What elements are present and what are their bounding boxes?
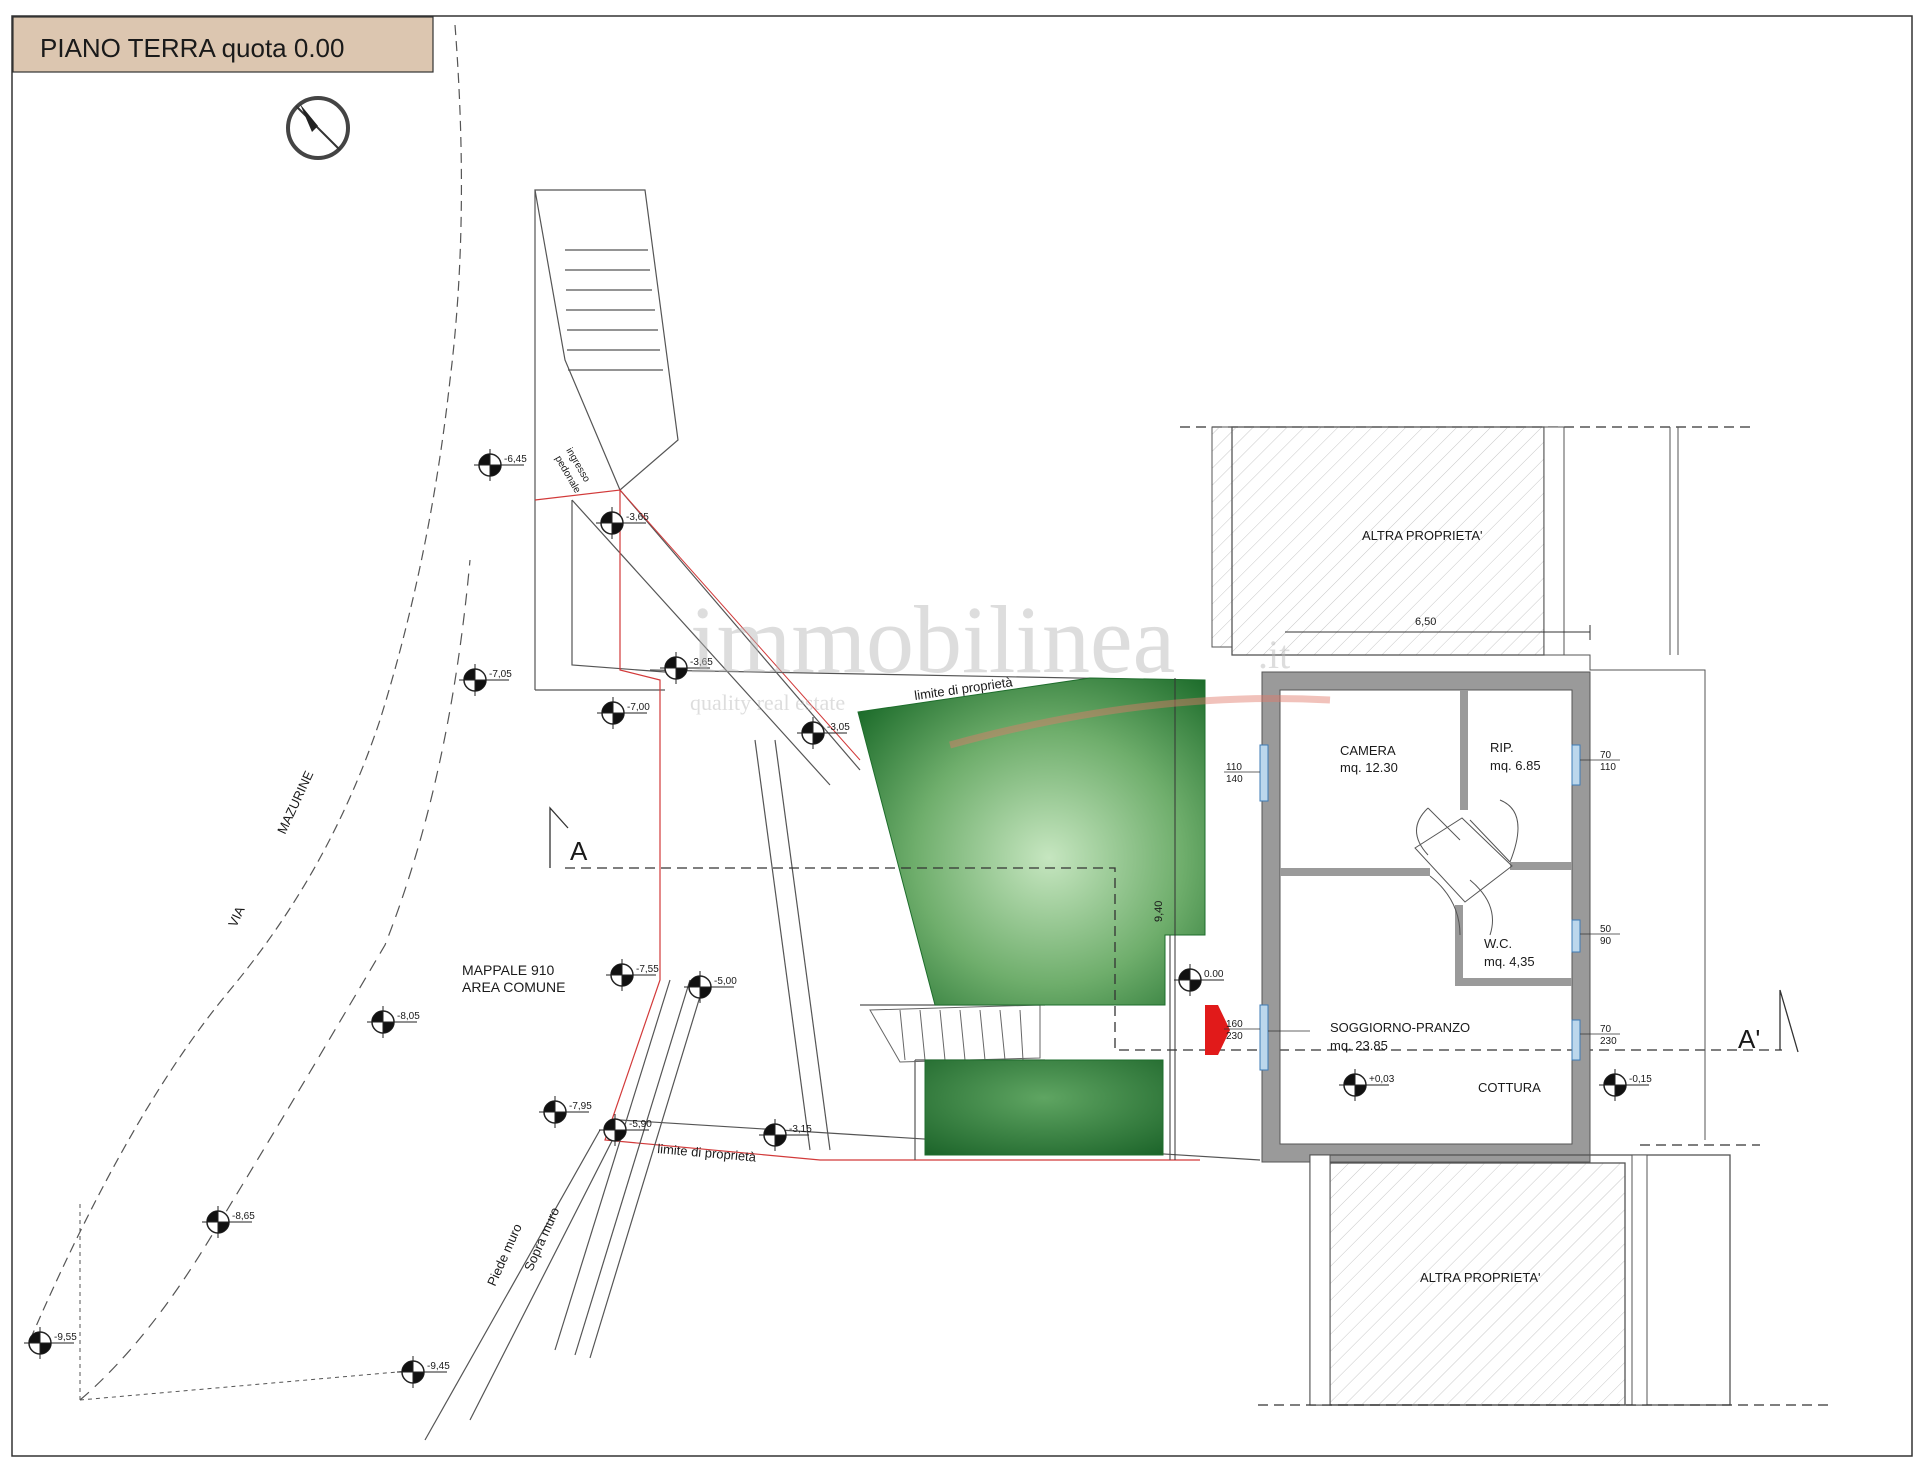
level-marker-l8: -7,55	[606, 959, 659, 991]
level-value-l10: -8,05	[397, 1011, 420, 1022]
room-cottura-name: COTTURA	[1478, 1080, 1541, 1095]
dimension-650: 6,50	[1415, 616, 1436, 628]
neighbour-bottom-label: ALTRA PROPRIETA'	[1420, 1270, 1540, 1285]
entrance-arrow-icon	[1205, 1005, 1230, 1055]
garden-main	[857, 677, 1206, 1006]
property-limit-bottom: limite di proprietà	[657, 1141, 758, 1165]
level-value-l14: -8,65	[232, 1211, 255, 1222]
room-rip-name: RIP.	[1490, 740, 1514, 755]
room-soggiorno-area: mq. 23.85	[1330, 1038, 1388, 1053]
house	[1259, 671, 1591, 1163]
level-marker-l4: -7,05	[459, 664, 512, 696]
watermark-tagline: quality real estate	[690, 690, 845, 715]
window-4-bottom: 90	[1600, 936, 1612, 947]
street-name: MAZURINE	[274, 768, 316, 836]
room-rip-area: mq. 6.85	[1490, 758, 1541, 773]
level-value-l2: -3,65	[626, 512, 649, 523]
common-area-line2: AREA COMUNE	[462, 979, 565, 995]
plan-title: PIANO TERRA quota 0.00	[40, 33, 344, 63]
level-value-l9: -5,00	[714, 976, 737, 987]
level-marker-l15: -9,55	[24, 1327, 77, 1359]
section-line	[549, 806, 1799, 1053]
level-value-l3: -3,65	[690, 657, 713, 668]
street-via: VIA	[225, 904, 248, 930]
level-value-l11: -7,95	[569, 1101, 592, 1112]
level-value-l17: +0,03	[1369, 1074, 1395, 1085]
watermark: immobilinea .it quality real estate	[690, 586, 1331, 749]
level-value-l6: -3,05	[827, 722, 850, 733]
level-marker-l9: -5,00	[684, 971, 737, 1003]
level-marker-l10: -8,05	[367, 1006, 420, 1038]
room-camera-name: CAMERA	[1340, 743, 1396, 758]
road-edge-left	[79, 559, 471, 1401]
level-marker-l11: -7,95	[539, 1096, 592, 1128]
level-marker-l17: +0,03	[1339, 1069, 1395, 1101]
level-marker-l3: -3,65	[660, 652, 713, 684]
level-marker-l16: -9,45	[397, 1356, 450, 1388]
section-label-a: A	[570, 836, 588, 866]
window-4-top: 50	[1600, 924, 1612, 935]
north-arrow-icon	[286, 96, 350, 160]
window-5-bottom: 230	[1600, 1036, 1617, 1047]
level-marker-l5: -7,00	[597, 697, 650, 729]
neighbour-property-top	[1180, 426, 1750, 1140]
watermark-brand: immobilinea	[690, 586, 1175, 693]
level-marker-l7: 0.00	[1174, 964, 1224, 996]
level-marker-l13: -3,15	[759, 1119, 812, 1151]
road-edge-right	[29, 24, 463, 1341]
garden-steps	[869, 1004, 1041, 1063]
level-value-l15: -9,55	[54, 1332, 77, 1343]
level-marker-l12: -5,90	[599, 1114, 652, 1146]
level-value-l8: -7,55	[636, 964, 659, 975]
window-2-bottom: 230	[1226, 1031, 1243, 1042]
common-area-line1: MAPPALE 910	[462, 962, 555, 978]
level-value-l13: -3,15	[789, 1124, 812, 1135]
level-value-l5: -7,00	[627, 702, 650, 713]
window-5-top: 70	[1600, 1024, 1612, 1035]
neighbour-property-bottom	[1258, 1144, 1830, 1406]
window-1-bottom: 140	[1226, 774, 1243, 785]
section-label-a-prime: A'	[1738, 1024, 1760, 1054]
level-marker-l1: -6,45	[474, 449, 527, 481]
level-marker-l2: -3,65	[596, 507, 649, 539]
level-marker-l6: -3,05	[797, 717, 850, 749]
room-camera-area: mq. 12.30	[1340, 760, 1398, 775]
level-marker-l18: -0,15	[1599, 1069, 1652, 1101]
window-2-top: 160	[1226, 1019, 1243, 1030]
wall-top-label: Sopra muro	[521, 1205, 562, 1273]
level-value-l7: 0.00	[1204, 969, 1224, 980]
drawing-frame	[11, 15, 1913, 1457]
level-markers: -6,45 -3,65 -3,65 -7,05 -7,00 -3,05 0.00 -7,55 -…	[24, 449, 1652, 1388]
watermark-tld: .it	[1258, 632, 1290, 677]
window-1-top: 110	[1226, 762, 1242, 773]
room-wc-area: mq. 4,35	[1484, 954, 1535, 969]
window-3-bottom: 110	[1600, 762, 1616, 773]
dimension-940: 9,40	[1153, 901, 1165, 922]
level-value-l1: -6,45	[504, 454, 527, 465]
wall-base-label: Piede muro	[484, 1221, 525, 1288]
level-marker-l14: -8,65	[202, 1206, 255, 1238]
level-value-l4: -7,05	[489, 669, 512, 680]
room-soggiorno-name: SOGGIORNO-PRANZO	[1330, 1020, 1470, 1035]
room-wc-name: W.C.	[1484, 936, 1512, 951]
garden-lower	[924, 1059, 1164, 1156]
neighbour-top-label: ALTRA PROPRIETA'	[1362, 528, 1482, 543]
level-value-l12: -5,90	[629, 1119, 652, 1130]
level-value-l18: -0,15	[1629, 1074, 1652, 1085]
title-box: PIANO TERRA quota 0.00	[12, 16, 434, 73]
external-staircase	[534, 189, 861, 786]
window-3-top: 70	[1600, 750, 1612, 761]
wall-line-1	[554, 979, 671, 1351]
level-value-l16: -9,45	[427, 1361, 450, 1372]
